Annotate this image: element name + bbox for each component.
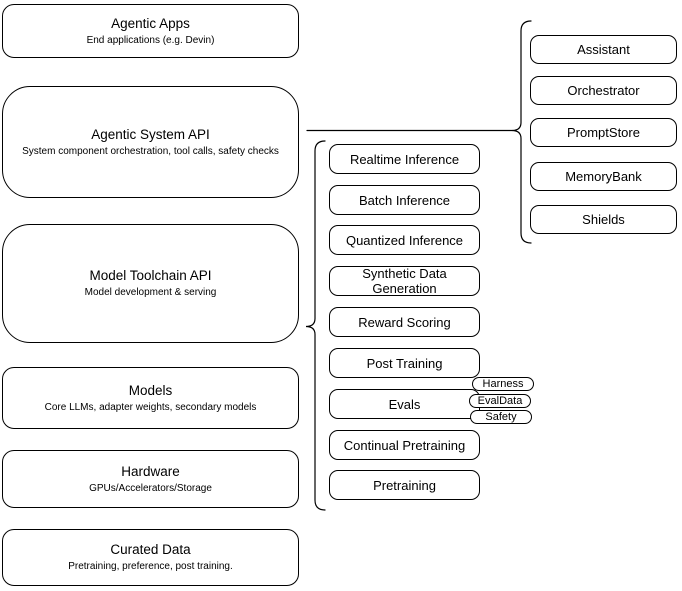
node-hardware-subtitle: GPUs/Accelerators/Storage (89, 482, 212, 494)
system-components-bracket (511, 20, 532, 244)
node-post-training: Post Training (329, 348, 480, 378)
node-orchestrator: Orchestrator (530, 76, 677, 105)
node-model-toolchain-api: Model Toolchain API Model development & … (2, 224, 299, 343)
node-shields: Shields (530, 205, 677, 234)
node-continual-pretraining: Continual Pretraining (329, 430, 480, 460)
node-hardware: Hardware GPUs/Accelerators/Storage (2, 450, 299, 508)
node-agentic-system-api-subtitle: System component orchestration, tool cal… (22, 145, 279, 157)
node-models-subtitle: Core LLMs, adapter weights, secondary mo… (44, 401, 257, 413)
node-hardware-title: Hardware (121, 463, 180, 479)
node-evals: Evals (329, 389, 480, 419)
node-agentic-apps-title: Agentic Apps (111, 15, 190, 31)
node-promptstore: PromptStore (530, 118, 677, 147)
node-agentic-apps-subtitle: End applications (e.g. Devin) (86, 34, 215, 46)
toolchain-bracket (305, 140, 326, 511)
node-realtime-inference: Realtime Inference (329, 144, 480, 174)
node-model-toolchain-api-title: Model Toolchain API (89, 268, 212, 283)
node-curated-data-subtitle: Pretraining, preference, post training. (68, 561, 233, 572)
node-models-title: Models (128, 382, 173, 398)
node-curated-data-title: Curated Data (110, 542, 191, 557)
node-agentic-apps: Agentic Apps End applications (e.g. Devi… (2, 4, 299, 58)
node-models: Models Core LLMs, adapter weights, secon… (2, 367, 299, 429)
node-model-toolchain-api-subtitle: Model development & serving (84, 287, 217, 298)
node-synthetic-data-generation: Synthetic Data Generation (329, 266, 480, 296)
node-curated-data: Curated Data Pretraining, preference, po… (2, 529, 299, 586)
node-reward-scoring: Reward Scoring (329, 307, 480, 337)
node-assistant: Assistant (530, 35, 677, 64)
node-agentic-system-api-title: Agentic System API (91, 126, 210, 142)
node-pretraining: Pretraining (329, 470, 480, 500)
pill-evaldata: EvalData (469, 394, 531, 408)
pill-harness: Harness (472, 377, 534, 391)
node-batch-inference: Batch Inference (329, 185, 480, 215)
node-quantized-inference: Quantized Inference (329, 225, 480, 255)
node-memorybank: MemoryBank (530, 162, 677, 191)
node-agentic-system-api: Agentic System API System component orch… (2, 86, 299, 198)
pill-safety: Safety (470, 410, 532, 424)
